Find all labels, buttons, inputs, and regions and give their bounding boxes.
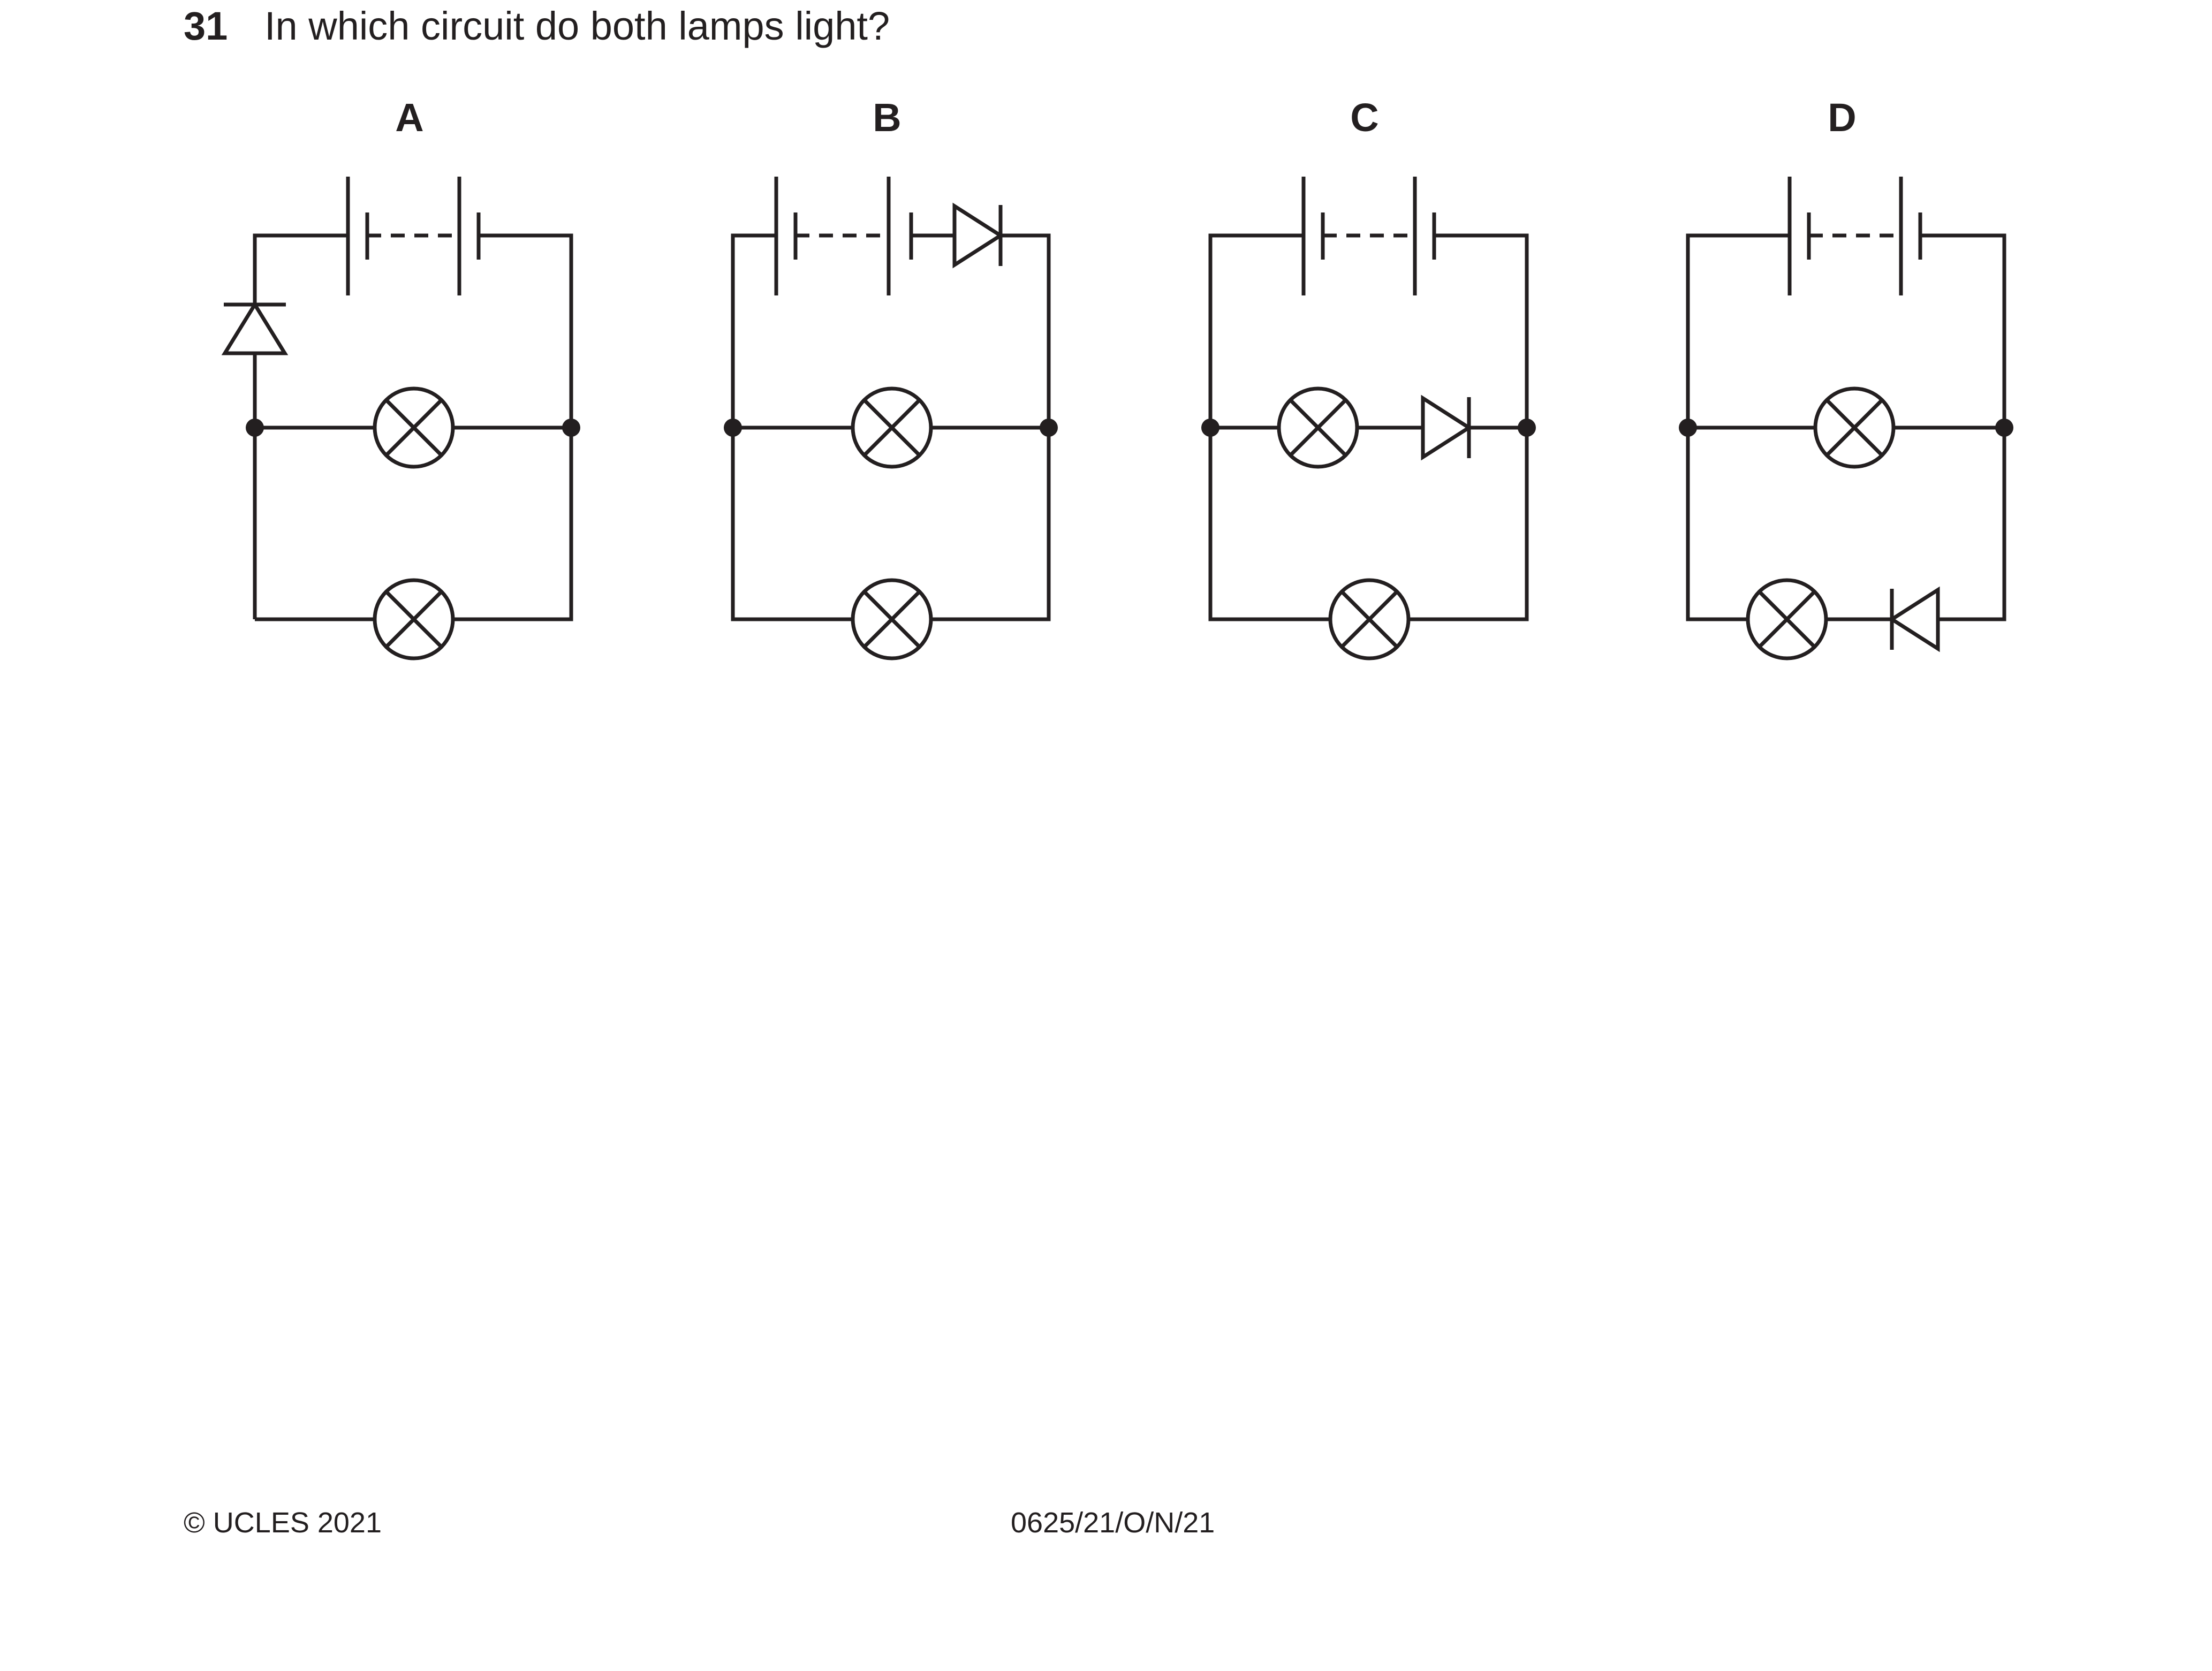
junction-dot [1201, 419, 1219, 437]
circuit-a [221, 177, 580, 660]
junction-dot [724, 419, 742, 437]
circuit-b [724, 177, 1058, 660]
option-label-a: A [395, 95, 424, 140]
diode [952, 202, 1004, 269]
lamp [851, 386, 933, 469]
copyright-text: © UCLES 2021 [184, 1507, 382, 1539]
wire [253, 233, 348, 305]
battery [1301, 177, 1436, 295]
question-number: 31 [184, 4, 228, 48]
option-label-b: B [873, 95, 902, 140]
battery [774, 177, 913, 295]
junction-dot [1040, 419, 1058, 437]
battery [1787, 177, 1922, 295]
diode [1888, 586, 1940, 652]
lamp [1328, 578, 1411, 660]
lamp [1746, 578, 1828, 660]
lamp [1813, 386, 1896, 469]
paper-code: 0625/21/O/N/21 [1011, 1507, 1215, 1539]
lamp [1277, 386, 1359, 469]
lamp [373, 578, 455, 660]
lamp [851, 578, 933, 660]
junction-dot [1995, 419, 2013, 437]
question-text: In which circuit do both lamps light? [264, 4, 890, 48]
lamp [373, 386, 455, 469]
junction-dot [562, 419, 580, 437]
junction-dot [246, 419, 264, 437]
diode [221, 301, 289, 355]
option-label-c: C [1350, 95, 1379, 140]
circuit-d [1679, 177, 2013, 660]
circuit-c [1201, 177, 1536, 660]
junction-dot [1518, 419, 1536, 437]
junction-dot [1679, 419, 1697, 437]
diode [1421, 394, 1473, 461]
battery [346, 177, 481, 295]
option-label-d: D [1828, 95, 1857, 140]
